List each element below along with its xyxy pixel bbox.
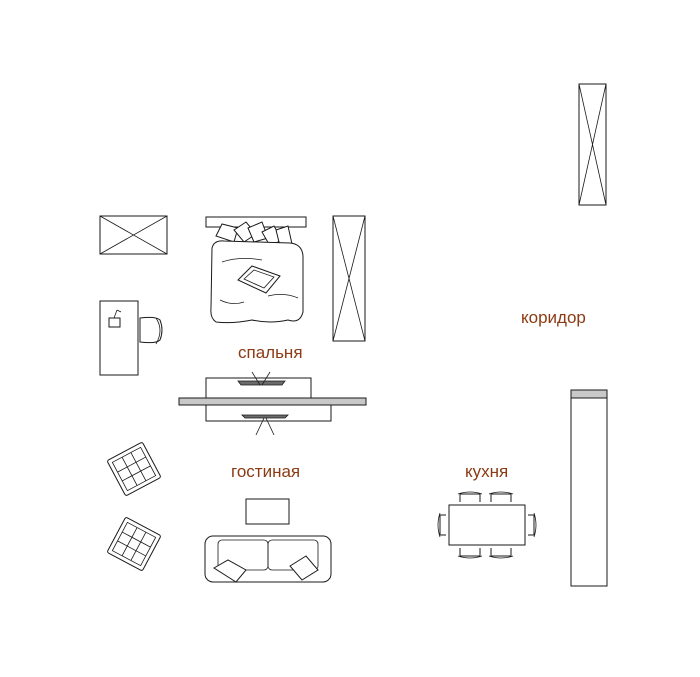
- dining-table: [448, 504, 526, 546]
- living-tv-stand: [205, 404, 332, 436]
- armchair-bottom: [107, 517, 161, 571]
- room-label-corridor: коридор: [521, 308, 586, 327]
- room-label-kitchen: кухня: [465, 462, 509, 481]
- kitchen-counter: [570, 389, 608, 587]
- bedroom-tv-stand: [205, 371, 312, 399]
- bedroom-rug: [99, 215, 168, 255]
- bedroom-wardrobe: [332, 215, 366, 342]
- room-label-bedroom: спальня: [238, 343, 303, 362]
- sofa: [204, 535, 332, 583]
- coffee-table: [245, 498, 290, 525]
- partition-wall: [178, 397, 367, 406]
- bed: [205, 216, 307, 324]
- dining-chairs: [437, 491, 537, 559]
- armchair-top: [107, 442, 161, 496]
- corridor-wardrobe: [578, 83, 607, 206]
- desk: [99, 300, 139, 376]
- desk-chair: [139, 316, 163, 345]
- room-label-living-room: гостиная: [231, 462, 301, 481]
